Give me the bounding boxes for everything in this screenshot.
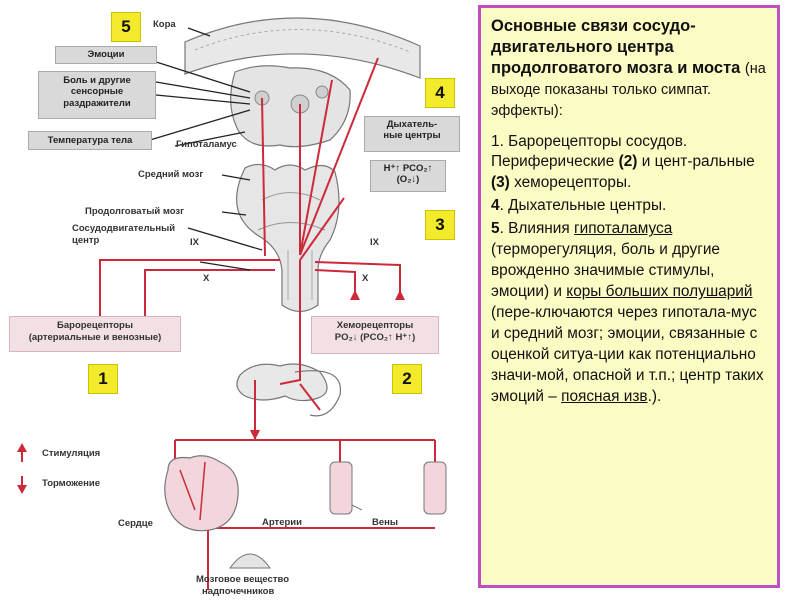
- baro-text-2: (артериальные и венозные): [28, 332, 162, 344]
- explanation-panel: Основные связи сосудо-двигательного цент…: [478, 5, 780, 588]
- panel-title-main: Основные связи сосудо-двигательного цент…: [491, 17, 741, 78]
- hypothalamus-term: гипоталамуса: [574, 220, 673, 238]
- medulla-label: Продолговатый мозг: [85, 206, 185, 217]
- cortex-shape: [184, 17, 421, 79]
- respiratory-formula-box: H⁺↑ PCO₂↑ (O₂↓): [370, 160, 446, 192]
- vasomotor-center-label-2: центр: [72, 235, 100, 246]
- pain-text-2: сенсорные: [70, 86, 124, 98]
- panel-title: Основные связи сосудо-двигательного цент…: [491, 16, 767, 122]
- cingulate-term: поясная изв: [561, 387, 648, 405]
- point-1-text-e: хеморецепторы.: [509, 174, 632, 192]
- midbrain-label: Средний мозг: [138, 169, 204, 180]
- badge-2: 2: [392, 364, 422, 394]
- emotions-text: Эмоции: [87, 49, 125, 60]
- legend-arrows: [17, 443, 27, 494]
- point-1-text-c: и цент-ральные: [637, 153, 755, 171]
- point-5-text-c: (пере-ключаются через гипотала-мус и сре…: [491, 304, 764, 405]
- baro-text-1: Барорецепторы: [57, 320, 133, 331]
- pain-box: Боль и другие сенсорные раздражители: [38, 71, 156, 119]
- veins-label: Вены: [372, 517, 398, 528]
- panel-title-note: (на выходе показаны только симпат. эффек…: [491, 61, 766, 120]
- nerve-ix-right: IX: [370, 237, 379, 248]
- adrenal-label-2: надпочечников: [202, 586, 275, 597]
- point-4-text: . Дыхательные центры.: [499, 197, 667, 215]
- point-1-ref-2: (2): [618, 153, 638, 171]
- body-temp-text: Температура тела: [47, 135, 133, 146]
- point-5-number: 5: [491, 220, 500, 238]
- diagram: 5 4 3 1 2 Кора Гипоталамус Средний мозг …: [9, 12, 460, 597]
- resp-text-1: Дыхатель-: [386, 119, 438, 130]
- point-5: 5. Влияния гипоталамуса (терморегуляция,…: [491, 219, 767, 407]
- badge-4: 4: [425, 78, 455, 108]
- point-1-ref-3: (3): [491, 174, 510, 192]
- chemo-text-1: Хеморецепторы: [336, 320, 414, 331]
- legend-stimulation: Стимуляция: [42, 448, 101, 459]
- heart-shape: [164, 455, 239, 532]
- nerve-x-left: X: [203, 273, 210, 284]
- nerve-ix-left: IX: [190, 237, 199, 248]
- badge-5: 5: [111, 12, 141, 42]
- chemoreceptors-box: Хеморецепторы PO₂↓ (PCO₂↑ H⁺↑): [311, 316, 439, 354]
- pain-text-3: раздражители: [63, 97, 131, 109]
- body-temp-box: Температура тела: [28, 131, 152, 150]
- nerve-x-right: X: [362, 273, 369, 284]
- cortex-label: Кора: [153, 19, 176, 30]
- vein-shape: [423, 461, 447, 515]
- cortex-term: коры больших полушарий: [566, 283, 753, 301]
- diagram-graphics: [17, 17, 447, 590]
- point-4: 4. Дыхательные центры.: [491, 196, 767, 217]
- legend-inhibition: Торможение: [42, 478, 101, 489]
- point-1-text-a: . Барорецепторы сосудов. Периферические: [491, 132, 688, 171]
- heart-label: Сердце: [118, 518, 153, 529]
- badge-1: 1: [88, 364, 118, 394]
- artery-shape: [329, 461, 353, 515]
- hypothalamus-shape: [230, 65, 351, 148]
- point-5-text-d: .).: [647, 387, 662, 405]
- arteries-label: Артерии: [262, 517, 302, 528]
- point-4-number: 4: [491, 197, 500, 215]
- baroreceptors-box: Барорецепторы (артериальные и венозные): [9, 316, 181, 352]
- resp-formula-2: (O₂↓): [396, 174, 420, 186]
- pain-text-1: Боль и другие: [63, 75, 131, 86]
- chemo-text-2: PO₂↓ (PCO₂↑ H⁺↑): [334, 332, 416, 344]
- point-5-text-a: . Влияния: [499, 220, 574, 238]
- adrenal-label-1: Мозговое вещество: [196, 574, 290, 585]
- spinal-cord-shape: [236, 363, 328, 402]
- badge-3: 3: [425, 210, 455, 240]
- respiratory-centers-box: Дыхатель- ные центры: [364, 116, 460, 152]
- vasomotor-center-label-1: Сосудодвигательный: [72, 223, 176, 234]
- point-1: 1. Барорецепторы сосудов. Периферические…: [491, 132, 767, 195]
- adrenal-shape: [229, 553, 271, 569]
- point-5-text-b: (терморегуляция, боль и другие врожденно…: [491, 241, 720, 301]
- point-1-number: 1: [491, 132, 500, 150]
- resp-text-2: ные центры: [383, 130, 441, 142]
- brainstem-shape: [236, 163, 340, 313]
- hypothalamus-label: Гипоталамус: [176, 139, 237, 150]
- resp-formula-1: H⁺↑ PCO₂↑: [383, 163, 433, 174]
- emotions-box: Эмоции: [55, 46, 157, 64]
